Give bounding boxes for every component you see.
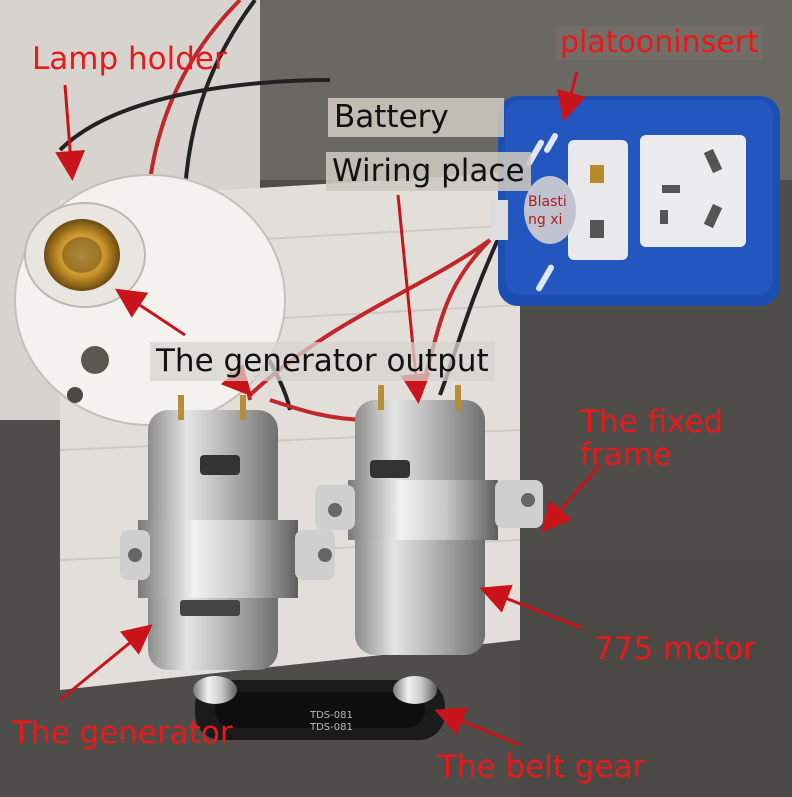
sticker-text: Blasti ng xi (528, 193, 567, 229)
belt-text-1: TDS-081 (309, 710, 353, 721)
belt-gear-label: The belt gear (438, 749, 646, 785)
belt-drive: TDS-081 TDS-081 (193, 676, 445, 740)
battery-label: Battery (328, 98, 504, 137)
775-motor (315, 385, 543, 655)
generator-label: The generator (12, 715, 233, 751)
fixed-frame-label: The fixed frame (580, 404, 724, 473)
lamp-holder-label: Lamp holder (32, 41, 227, 77)
generator-motor (120, 395, 335, 670)
generator-output-label: The generator output (150, 342, 495, 381)
power-socket (490, 96, 780, 306)
sticker-line-1: Blasti (528, 194, 567, 210)
wiring-place-label: Wiring place (326, 152, 531, 191)
belt-text-2: TDS-081 (309, 722, 353, 733)
775-motor-label: 775 motor (594, 631, 757, 667)
sticker-line-2: ng xi (528, 212, 563, 229)
platoon-insert-label: platooninsert (556, 26, 763, 60)
